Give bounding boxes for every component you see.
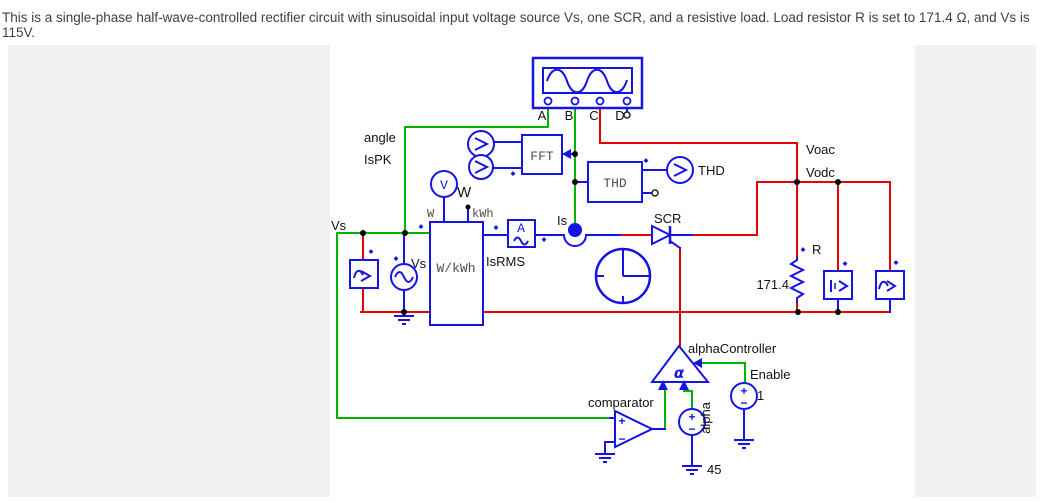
voltmeter-w-probe[interactable]: V	[430, 170, 458, 198]
vs-source[interactable]	[390, 263, 418, 291]
label-kwh-terminal: kWh	[472, 207, 494, 221]
ammeter-letter: A	[517, 221, 525, 236]
label-thd-probe: THD	[698, 163, 725, 178]
label-enable: Enable	[750, 367, 790, 382]
label-angle: angle	[364, 130, 396, 145]
enable-input-arrow-icon	[693, 358, 702, 368]
kwh-terminal-dot	[465, 204, 471, 210]
label-voac: Voac	[806, 142, 835, 157]
scope-sine-trace	[546, 68, 628, 94]
oscilloscope[interactable]: A B C D	[531, 56, 644, 123]
fft-input-arrow-icon	[562, 149, 571, 159]
alpha-glyph: α	[674, 364, 685, 382]
voltmeter-letter: V	[440, 178, 448, 193]
scr-thyristor[interactable]	[651, 224, 673, 246]
wire-scope-a-angle[interactable]	[404, 103, 549, 234]
probe-chevron-icon	[474, 160, 490, 174]
wkwh-label: W/kWh	[436, 261, 475, 276]
clock[interactable]	[594, 247, 652, 305]
enable-source-minus: −	[740, 396, 747, 410]
alpha-source-plus: +	[688, 410, 695, 424]
alpha-input-arrow-icon	[679, 380, 689, 390]
label-scr: SCR	[654, 211, 681, 226]
label-r: R	[812, 242, 821, 257]
thd-block-label: THD	[603, 176, 627, 191]
label-is: Is	[557, 213, 568, 228]
label-enable-value: 1	[757, 388, 764, 403]
ground-alpha[interactable]	[682, 465, 702, 475]
thd-open-terminal	[651, 189, 659, 197]
vs-sensor-chevron-icon	[360, 270, 373, 282]
label-isrms: IsRMS	[486, 254, 525, 269]
junction-dots	[360, 151, 841, 315]
label-alpha-value: 45	[707, 462, 721, 477]
probe-chevron-icon	[474, 137, 490, 151]
thd-block[interactable]: THD	[587, 161, 659, 203]
alpha-source-minus: −	[688, 422, 695, 436]
comparator-plus: +	[618, 414, 625, 428]
label-vs-source: Vs	[411, 256, 427, 271]
is-sensor-dot	[568, 223, 582, 237]
ispk-probe[interactable]	[468, 154, 494, 180]
wire-gate-diag[interactable]	[668, 239, 682, 250]
wire-scope-c[interactable]	[599, 103, 798, 144]
load-resistor[interactable]	[788, 257, 806, 303]
scope-terminal-b: B	[565, 108, 574, 123]
alpha-controller[interactable]: α	[650, 344, 711, 390]
label-r-value: 171.4	[756, 277, 789, 292]
label-comparator: comparator	[588, 395, 654, 410]
label-w-probe: W	[457, 184, 472, 201]
wire-alpha-in[interactable]	[683, 388, 693, 410]
label-vodc: Vodc	[806, 165, 835, 180]
scope-terminal-c: C	[589, 108, 598, 123]
voac-sine-icon	[878, 280, 889, 290]
schematic-workspace	[8, 45, 1036, 497]
sync-input-arrow-icon	[658, 380, 668, 390]
vodc-sensor[interactable]	[823, 270, 853, 300]
angle-probe[interactable]	[467, 130, 495, 158]
wire-vs-to-comparator[interactable]	[336, 232, 611, 419]
alpha-source[interactable]: + −	[678, 408, 706, 436]
label-ispk: IsPK	[364, 152, 392, 167]
ammeter[interactable]: A	[507, 219, 536, 248]
ground-enable[interactable]	[734, 439, 754, 449]
fft-block[interactable]: FFT	[521, 134, 571, 175]
vs-sine-icon	[394, 271, 414, 283]
current-sensor-is[interactable]	[563, 223, 587, 247]
label-alpha: alpha	[698, 401, 713, 434]
vs-sensor[interactable]	[349, 259, 379, 289]
scope-d-open-terminal	[623, 111, 631, 119]
voac-chevron-icon	[886, 280, 897, 292]
wires-green[interactable]	[336, 103, 746, 430]
enable-source-plus: +	[740, 384, 747, 398]
thd-probe[interactable]	[666, 156, 694, 184]
wire-comparator-minus-gnd[interactable]	[604, 441, 616, 455]
enable-source[interactable]: + −	[730, 382, 758, 410]
wire-enable[interactable]	[700, 362, 746, 385]
vs-sensor-sine-icon	[353, 269, 364, 279]
ammeter-sine-icon	[513, 236, 529, 246]
scope-terminal-d: D	[615, 108, 624, 123]
header-description: This is a single-phase half-wave-control…	[2, 10, 1030, 40]
label-alpha-controller: alphaController	[688, 341, 777, 356]
wkwh-meter[interactable]: W/kWh	[429, 204, 484, 326]
probe-chevron-icon	[673, 163, 689, 177]
label-w-terminal: W	[427, 207, 435, 221]
scope-terminal-a: A	[538, 108, 547, 123]
ground-comparator[interactable]	[595, 453, 615, 463]
is-sensor-loop	[563, 234, 587, 247]
comparator[interactable]: + −	[614, 409, 655, 449]
label-vs-node: Vs	[331, 218, 347, 233]
voac-sensor[interactable]	[875, 270, 905, 300]
fft-label: FFT	[530, 149, 554, 164]
vodc-chevron-icon	[838, 280, 849, 292]
comparator-minus: −	[618, 432, 625, 446]
